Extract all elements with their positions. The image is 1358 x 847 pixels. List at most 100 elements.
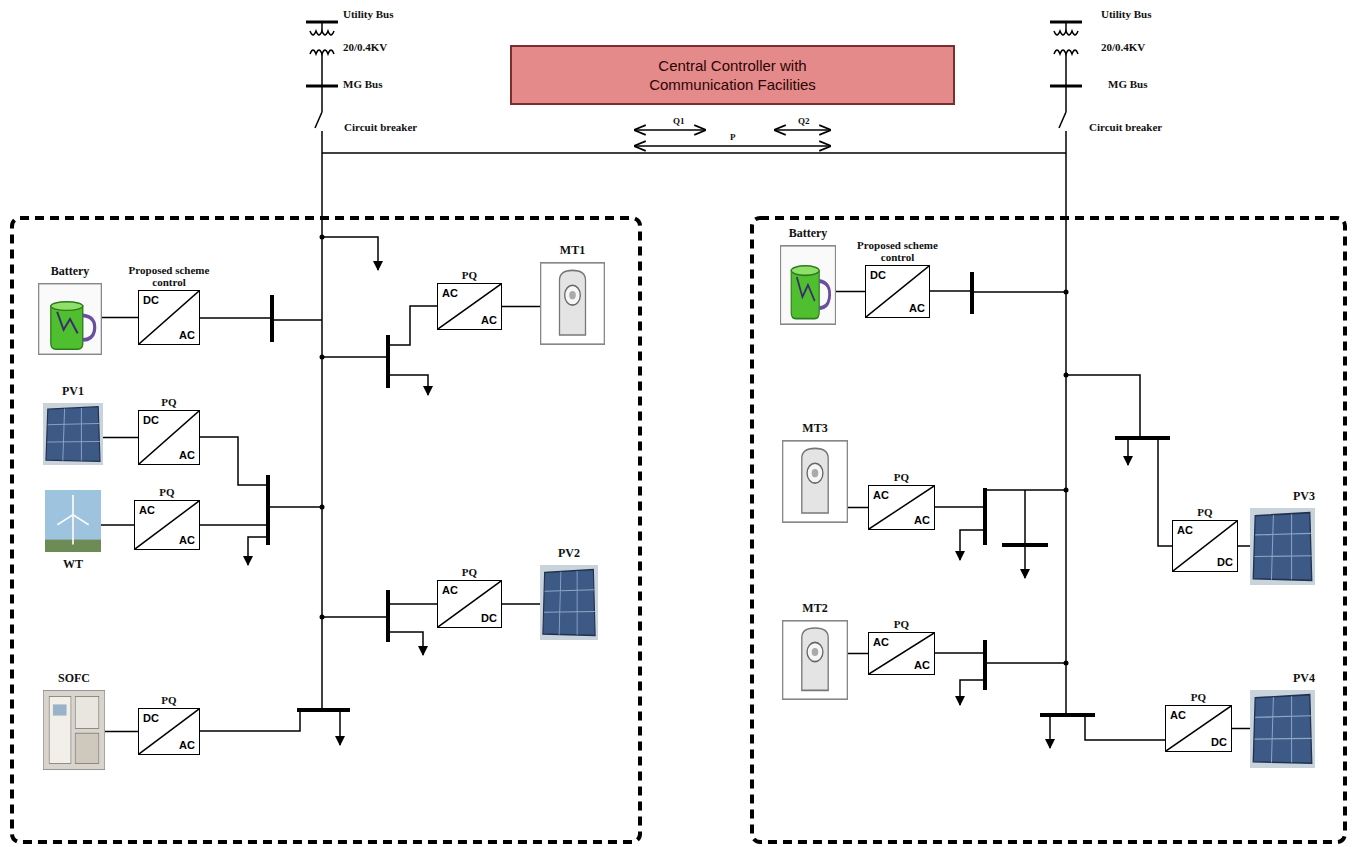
converter-label: PQ: [159, 486, 174, 498]
svg-part: [1064, 373, 1069, 378]
svg-part: [388, 306, 437, 345]
bus-label: Circuit breaker: [343, 121, 418, 134]
svg-part: [802, 628, 828, 690]
svg-part: [310, 50, 334, 54]
svg-part: [983, 640, 987, 690]
port-label: AC: [873, 489, 889, 501]
svg-part: [819, 281, 829, 308]
svg-part: [1065, 131, 1067, 153]
svg-part: [783, 441, 848, 522]
svg-part: [1253, 513, 1312, 581]
svg-part: [569, 291, 576, 299]
source-label: Battery: [789, 226, 828, 240]
svg-part: [540, 565, 598, 640]
port-label: AC: [914, 659, 930, 671]
source-illustration: [1250, 690, 1315, 768]
svg-part: [812, 469, 819, 477]
svg-part: [320, 235, 325, 240]
source-label-wrap: Battery: [789, 226, 828, 240]
svg-part: [807, 642, 823, 661]
converter-label: PQ: [894, 618, 909, 630]
converter-heading: PQ: [894, 471, 909, 483]
svg-part: [541, 263, 605, 344]
svg-part: [49, 696, 71, 763]
svg-part: [297, 708, 350, 712]
svg-part: [320, 235, 1069, 666]
svg-part: [320, 615, 325, 620]
port-label: AC: [873, 636, 889, 648]
svg-part: [12, 218, 640, 842]
svg-part: [75, 696, 99, 728]
source-link: [848, 653, 868, 655]
source-picture: WT: [45, 490, 101, 552]
svg-part: [1253, 695, 1312, 764]
svg-part: [1024, 545, 1026, 578]
flow-label: Q2: [797, 116, 811, 127]
label-wrap: 20/0.4KV: [1100, 41, 1146, 54]
converter-heading: PQ: [894, 618, 909, 630]
svg-part: [985, 662, 1066, 664]
svg-part: [388, 632, 423, 655]
source-illustration: [540, 262, 605, 345]
converter-box: PQACAC: [868, 485, 935, 530]
converter-heading: PQ: [161, 396, 176, 408]
svg-part: [57, 495, 88, 525]
source-picture: SOFC: [43, 690, 105, 770]
svg-part: [960, 530, 985, 560]
svg-part: [1065, 54, 1067, 86]
converter-box: PQACAC: [134, 500, 200, 550]
svg-part: [1065, 86, 1067, 112]
converter-heading: PQ: [462, 269, 477, 281]
source-label-wrap: Battery: [51, 264, 90, 278]
source-picture: Battery: [780, 245, 836, 325]
bus-label: Utility Bus: [342, 8, 394, 21]
svg-part: [43, 690, 105, 770]
svg-part: [935, 506, 985, 508]
converter-box: Proposed scheme controlDCAC: [138, 290, 200, 345]
converter-box: PQACDC: [437, 580, 502, 628]
source-link: [836, 291, 865, 293]
port-label: DC: [481, 612, 497, 624]
svg-part: [791, 271, 819, 319]
svg-part: [321, 131, 323, 153]
source-link: [102, 317, 138, 319]
source-illustration: [43, 403, 103, 465]
svg-part: [972, 291, 1066, 293]
svg-part: [388, 375, 428, 395]
svg-part: [339, 710, 341, 745]
svg-part: [72, 515, 74, 545]
port-label: AC: [179, 739, 195, 751]
source-label: PV1: [62, 384, 84, 398]
svg-part: [200, 710, 300, 731]
svg-part: [322, 152, 1066, 154]
svg-part: [75, 733, 99, 763]
svg-part: [266, 475, 270, 545]
label-wrap: 20/0.4KV: [342, 41, 388, 54]
svg-part: [869, 633, 934, 674]
source-illustration: [782, 440, 848, 523]
source-label: Battery: [51, 264, 90, 278]
svg-part: [53, 704, 67, 715]
svg-part: [802, 448, 828, 513]
label-wrap: Q1: [672, 116, 686, 127]
label-wrap: MG Bus: [1107, 78, 1148, 91]
source-link: [105, 731, 138, 733]
svg-part: [1050, 22, 1082, 153]
label-wrap: Circuit breaker: [343, 121, 418, 134]
svg-part: [200, 437, 268, 485]
svg-part: [45, 490, 101, 552]
svg-part: [270, 295, 274, 342]
label-wrap: MG Bus: [342, 78, 383, 91]
svg-part: [272, 319, 322, 321]
converter-heading: PQ: [161, 694, 176, 706]
source-label: SOFC: [58, 671, 90, 685]
source-illustration: [1250, 508, 1315, 585]
svg-part: [1255, 696, 1312, 762]
source-link: [101, 524, 134, 526]
converter-label: PQ: [161, 694, 176, 706]
source-label: WT: [63, 557, 83, 571]
svg-part: [1065, 153, 1067, 715]
svg-part: [320, 505, 325, 510]
source-picture: MT1: [540, 262, 605, 345]
svg-part: [1173, 521, 1237, 571]
